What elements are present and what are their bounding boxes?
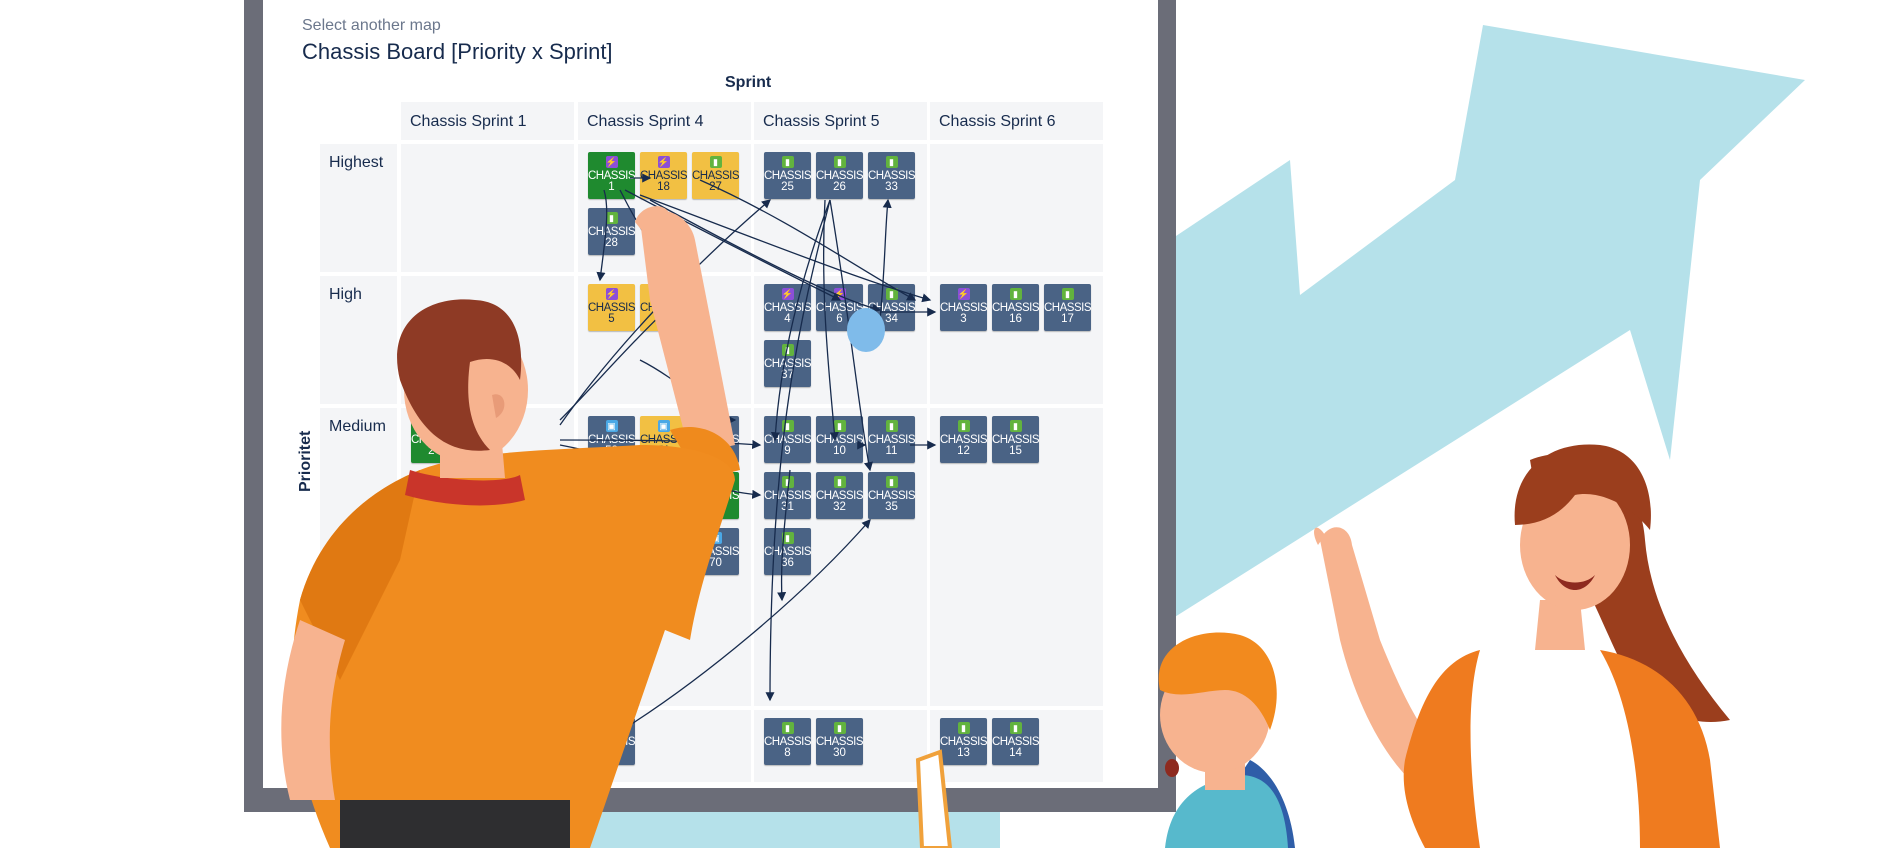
sprint-column-header: Chassis Sprint 5 [754,102,927,140]
story-icon: ▮ [833,476,846,488]
select-map-link[interactable]: Select another map [302,17,441,34]
woman-figure [1314,444,1730,848]
story-icon: ▮ [709,156,722,168]
tablet [915,749,953,848]
issue-number-label: 32 [833,501,846,513]
story-icon: ▮ [781,156,794,168]
issue-number-label: 17 [1061,313,1074,325]
man-hand [635,206,671,239]
man-at-board [281,206,740,848]
issue-key-label: CHASSIS [992,302,1039,314]
issue-key-label: CHASSIS [692,170,739,182]
issue-number-label: 11 [885,445,898,457]
woman-hair [1514,444,1651,530]
issue-key-label: CHASSIS [816,170,863,182]
issue-key-label: CHASSIS [940,736,987,748]
woman-sleeve-right [1600,650,1720,848]
woman-sleeve-left [1403,650,1480,848]
issue-key-label: CHASSIS [868,490,915,502]
story-icon: ▮ [885,420,898,432]
sprint-axis-title: Sprint [725,74,772,91]
woman-smile [1555,575,1595,590]
issue-key-label: CHASSIS [940,434,987,446]
issue-key-label: CHASSIS [868,170,915,182]
issue-key-label: CHASSIS [992,434,1039,446]
story-icon: ▮ [957,420,970,432]
man-raised-arm [640,210,735,455]
issue-key-label: CHASSIS [940,302,987,314]
story-icon: ▮ [885,156,898,168]
man-left-arm [281,620,345,800]
issue-key-label: CHASSIS [816,490,863,502]
woman-finger [1314,527,1325,545]
issue-number-label: 34 [885,313,898,325]
issue-key-label: CHASSIS [764,736,811,748]
issue-key-label: CHASSIS [588,170,635,182]
issue-number-label: 14 [1009,747,1022,759]
issue-key-label: CHASSIS [992,736,1039,748]
issue-number-label: 18 [657,181,670,193]
man-pants [340,800,570,848]
story-icon: ▮ [1009,420,1022,432]
story-icon: ▮ [1009,722,1022,734]
man-collar [405,470,525,506]
issue-number-label: 30 [833,747,846,759]
issue-number-label: 1 [608,181,615,193]
priority-row-header: High [320,276,397,404]
story-icon: ▮ [833,156,846,168]
boy-mouth [1165,759,1179,777]
background-growth-arrow [1170,25,1805,620]
boy-hair [1158,632,1277,730]
board-cell [930,144,1103,272]
epic-icon: ⚡ [657,156,670,168]
story-icon: ▮ [1061,288,1074,300]
woman-raised-arm [1320,527,1440,780]
man-ear [492,394,505,418]
epic-icon: ⚡ [957,288,970,300]
issue-number-label: 12 [957,445,970,457]
issue-number-label: 16 [1009,313,1022,325]
issue-number-label: 13 [957,747,970,759]
boy-figure [915,632,1295,848]
story-icon: ▮ [957,722,970,734]
epic-icon: ⚡ [605,156,618,168]
issue-key-label: CHASSIS [640,170,687,182]
priority-row-header: Highest [320,144,397,272]
sprint-column-header: Chassis Sprint 6 [930,102,1103,140]
story-icon: ▮ [885,476,898,488]
woman-neck [1535,600,1585,650]
woman-shirt [1470,642,1640,848]
story-icon: ▮ [1009,288,1022,300]
boy-shirt [1165,775,1288,848]
issue-number-label: 8 [784,747,791,759]
board-title: Chassis Board [Priority x Sprint] [302,39,613,64]
issue-key-label: CHASSIS [868,434,915,446]
man-shirt [291,445,735,848]
man-hair [397,299,522,451]
sprint-column-header: Chassis Sprint 1 [401,102,574,140]
issue-key-label: CHASSIS [868,302,915,314]
sprint-column-header: Chassis Sprint 4 [578,102,751,140]
man-shirt-shade [300,470,420,680]
issue-number-label: 3 [960,313,967,325]
issue-key-label: CHASSIS [764,170,811,182]
issue-number-label: 35 [885,501,898,513]
issue-key-label: CHASSIS [1044,302,1091,314]
issue-number-label: 15 [1009,445,1022,457]
issue-key-label: CHASSIS [816,736,863,748]
board-cell [401,144,574,272]
